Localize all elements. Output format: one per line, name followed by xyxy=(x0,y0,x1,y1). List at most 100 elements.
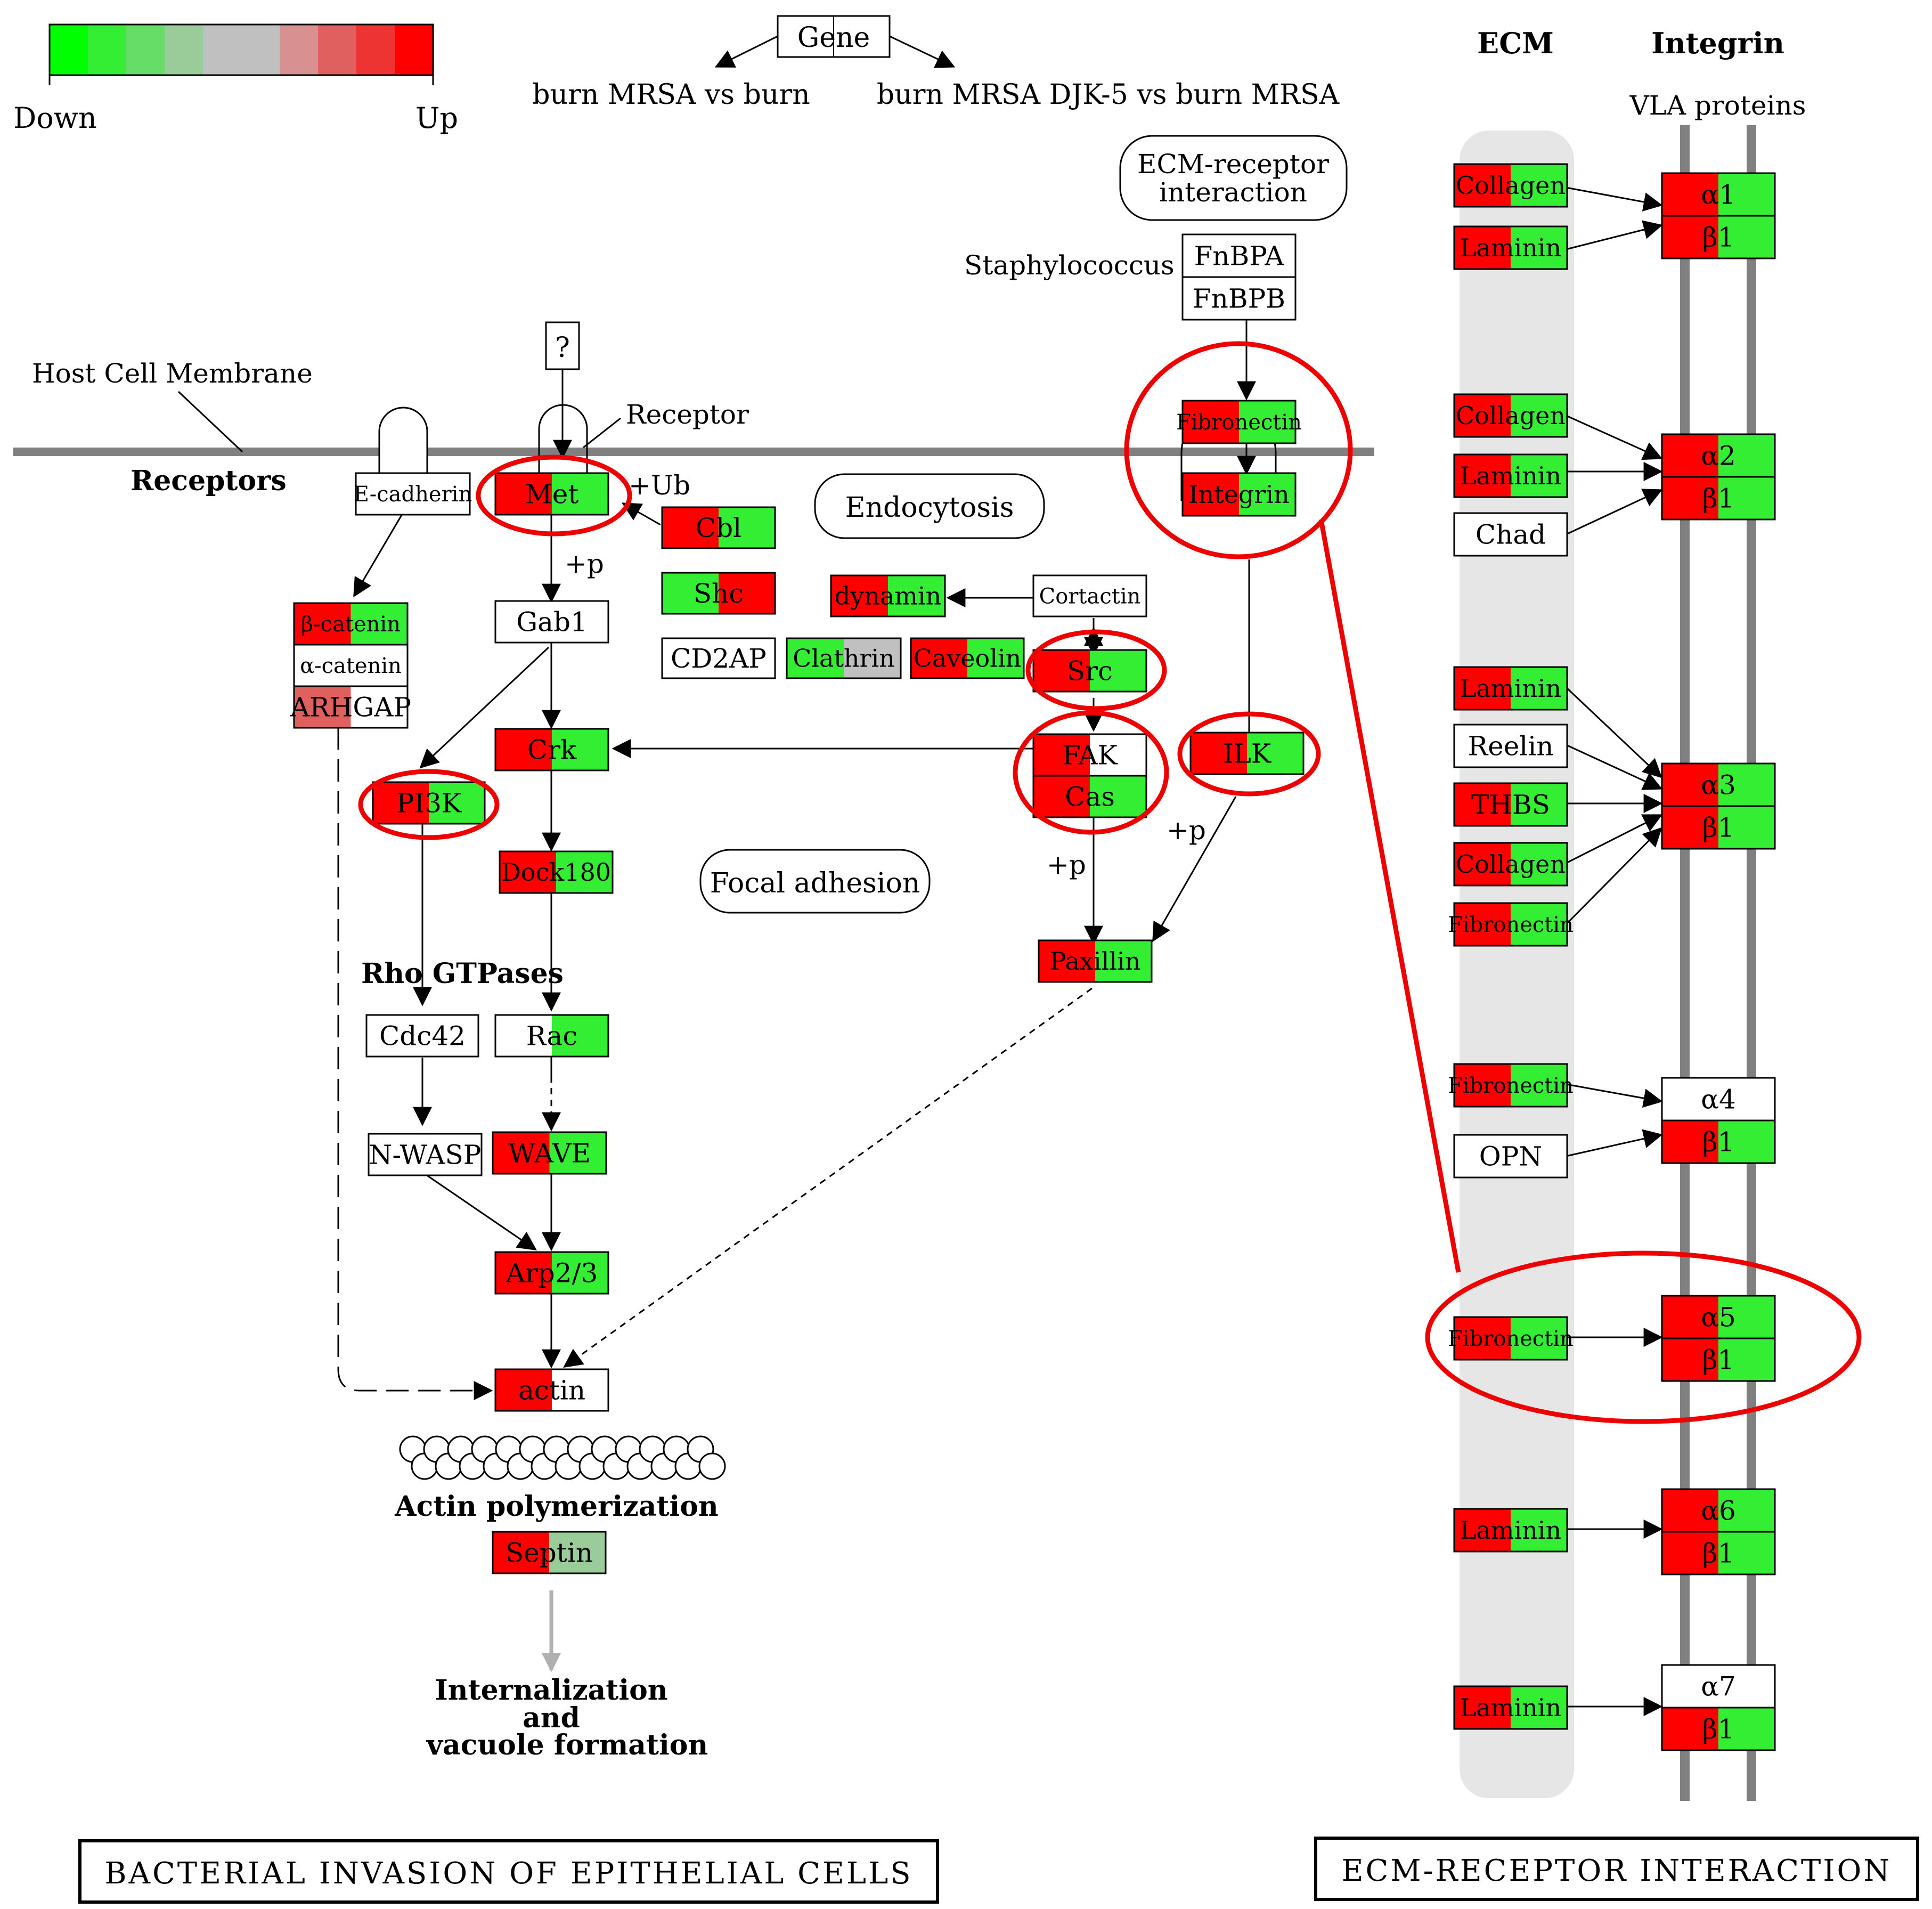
node-arp23[interactable]: Arp2/3 xyxy=(494,1251,609,1295)
node-right-half xyxy=(1511,843,1567,886)
node-border xyxy=(1181,472,1297,517)
footer-right-box xyxy=(1314,1837,1919,1901)
highlight-pi3k xyxy=(358,769,500,840)
node-cd2ap[interactable]: CD2AP xyxy=(661,637,776,679)
footer-left-title: BACTERIAL INVASION OF EPITHELIAL CELLS xyxy=(104,1856,912,1891)
node-right-half xyxy=(1239,234,1295,277)
node-ecm-thbs[interactable]: THBS xyxy=(1453,782,1568,827)
node-ecm-laminin5[interactable]: Laminin xyxy=(1453,1685,1568,1730)
node-a4[interactable]: α4 xyxy=(1661,1077,1776,1122)
footer-left-box xyxy=(78,1839,939,1904)
node-left-half xyxy=(1183,401,1239,443)
node-arhgap[interactable]: ARHGAP xyxy=(290,685,411,729)
node-integrin-mid[interactable]: Integrin xyxy=(1181,472,1297,517)
node-right-half xyxy=(1090,776,1146,817)
node-left-half xyxy=(1662,1120,1718,1163)
node-border xyxy=(1661,1707,1776,1751)
node-right-half xyxy=(1511,903,1567,946)
node-ecadherin[interactable]: E-cadherin xyxy=(354,472,472,516)
node-label: WAVE xyxy=(508,1138,591,1169)
node-fak[interactable]: FAK xyxy=(1032,733,1147,777)
node-pi3k[interactable]: PI3K xyxy=(372,781,486,825)
node-border xyxy=(1453,1508,1568,1553)
node-left-half xyxy=(495,473,552,515)
p-label-3: +p xyxy=(1167,815,1206,846)
node-right-half xyxy=(1090,650,1146,692)
node-a5[interactable]: α5 xyxy=(1661,1295,1776,1339)
node-dynamin[interactable]: dynamin xyxy=(830,574,946,618)
node-label: ARHGAP xyxy=(290,692,411,723)
node-border xyxy=(1453,666,1568,711)
node-left-half xyxy=(1454,513,1511,556)
node-clathrin[interactable]: Clathrin xyxy=(786,637,902,679)
node-left-half xyxy=(1662,763,1718,806)
node-acatenin[interactable]: α-catenin xyxy=(293,644,409,687)
node-nwasp[interactable]: N-WASP xyxy=(368,1133,483,1176)
node-ecm-reelin[interactable]: Reelin xyxy=(1453,724,1568,768)
node-b1-3[interactable]: β1 xyxy=(1661,805,1776,850)
pathway-edges xyxy=(337,314,1256,1400)
node-cortactin[interactable]: Cortactin xyxy=(1032,574,1147,618)
node-src[interactable]: Src xyxy=(1032,649,1147,693)
node-label: Fibronectin xyxy=(1176,410,1302,435)
node-a6[interactable]: α6 xyxy=(1661,1488,1776,1533)
node-left-half xyxy=(1033,776,1090,817)
node-border xyxy=(494,1014,609,1058)
node-gab1[interactable]: Gab1 xyxy=(494,600,609,644)
node-ecm-fibronectin1[interactable]: Fibronectin xyxy=(1448,902,1574,947)
node-wave[interactable]: WAVE xyxy=(492,1131,607,1175)
node-fnbpa[interactable]: FnBPA xyxy=(1181,233,1297,278)
node-ecm-collagen3[interactable]: Collagen xyxy=(1453,842,1568,887)
node-actin[interactable]: actin xyxy=(494,1368,609,1412)
node-ecm-laminin1[interactable]: Laminin xyxy=(1453,225,1568,270)
node-a7[interactable]: α7 xyxy=(1661,1664,1776,1709)
node-a2[interactable]: α2 xyxy=(1661,433,1776,478)
node-label: Laminin xyxy=(1460,461,1561,490)
node-septin[interactable]: Septin xyxy=(492,1531,607,1574)
node-ecm-laminin4[interactable]: Laminin xyxy=(1453,1508,1568,1553)
node-dock180[interactable]: Dock180 xyxy=(499,850,614,894)
node-shc[interactable]: Shc xyxy=(661,572,776,615)
node-label: Cortactin xyxy=(1039,584,1141,609)
ub-label: +Ub xyxy=(629,470,690,501)
node-cdc42[interactable]: Cdc42 xyxy=(365,1014,479,1058)
footer-right-title: ECM-RECEPTOR INTERACTION xyxy=(1342,1854,1892,1888)
node-ecm-laminin2[interactable]: Laminin xyxy=(1453,453,1568,498)
node-b1-2[interactable]: β1 xyxy=(1661,476,1776,521)
node-cbl[interactable]: Cbl xyxy=(661,506,776,549)
node-met[interactable]: Met xyxy=(494,472,609,516)
node-a3[interactable]: α3 xyxy=(1661,762,1776,807)
node-b1-7[interactable]: β1 xyxy=(1661,1707,1776,1751)
node-ecm-collagen1[interactable]: Collagen xyxy=(1453,163,1568,208)
node-border xyxy=(368,1133,483,1176)
node-ecm-laminin3[interactable]: Laminin xyxy=(1453,666,1568,711)
node-label: Reelin xyxy=(1468,731,1553,762)
node-label: Crk xyxy=(527,735,577,766)
node-cas[interactable]: Cas xyxy=(1032,775,1147,818)
node-b1-4[interactable]: β1 xyxy=(1661,1119,1776,1164)
node-ecm-opn[interactable]: OPN xyxy=(1453,1134,1568,1179)
legend-up-label: Up xyxy=(415,101,458,135)
node-b1-5[interactable]: β1 xyxy=(1661,1337,1776,1382)
node-paxillin[interactable]: Paxillin xyxy=(1038,939,1153,983)
node-left-half xyxy=(1033,575,1090,616)
node-label: β1 xyxy=(1702,483,1735,514)
node-ilk[interactable]: ILK xyxy=(1189,732,1305,775)
node-b1-1[interactable]: β1 xyxy=(1661,215,1776,259)
node-b1-6[interactable]: β1 xyxy=(1661,1531,1776,1575)
node-bcatenin[interactable]: β-catenin xyxy=(293,602,409,646)
node-ecm-chad[interactable]: Chad xyxy=(1453,512,1568,557)
node-caveolin[interactable]: Caveolin xyxy=(910,637,1025,679)
node-ecm-fibronectin2[interactable]: Fibronectin xyxy=(1448,1063,1574,1108)
node-left-half xyxy=(1662,477,1718,519)
node-fnbpb[interactable]: FnBPB xyxy=(1181,276,1297,321)
node-a1[interactable]: α1 xyxy=(1661,172,1776,217)
node-rac[interactable]: Rac xyxy=(494,1014,609,1058)
node-crk[interactable]: Crk xyxy=(494,728,609,771)
node-left-half xyxy=(356,473,413,515)
node-ecm-fibronectin3[interactable]: Fibronectin xyxy=(1448,1316,1574,1361)
node-fibronectin-mid[interactable]: Fibronectin xyxy=(1176,400,1302,444)
node-ecm-collagen2[interactable]: Collagen xyxy=(1453,393,1568,438)
node-label: actin xyxy=(518,1375,585,1406)
